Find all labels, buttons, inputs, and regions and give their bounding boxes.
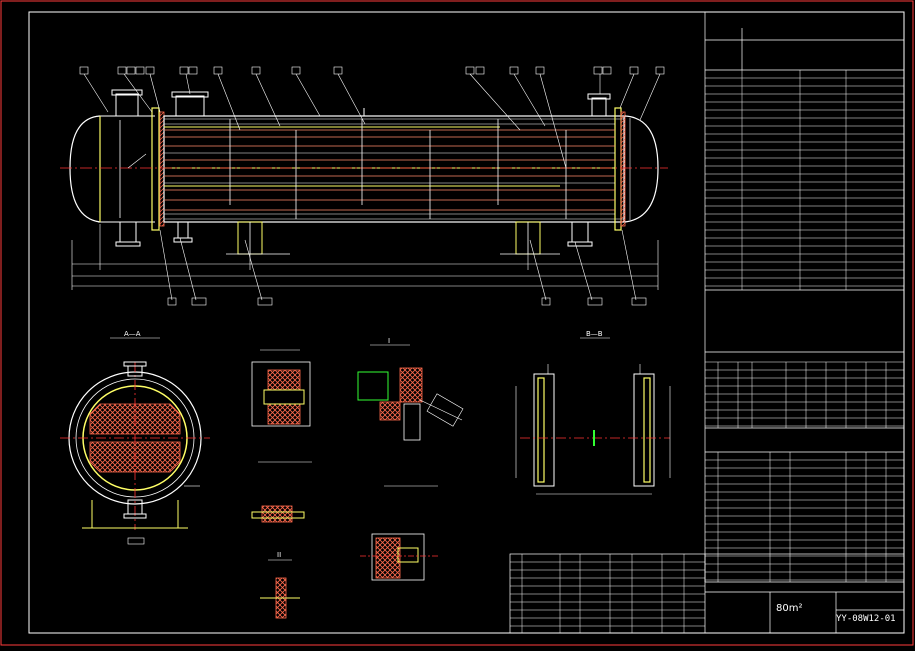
section-view-b-b xyxy=(515,337,671,495)
title-block-rows xyxy=(510,554,705,633)
right-tables xyxy=(704,12,904,583)
label-section-i: I xyxy=(388,337,391,345)
title-block xyxy=(509,553,905,634)
label-section-bb: B—B xyxy=(586,330,603,338)
exchanger-area: 80m² xyxy=(776,603,803,614)
label-section-ii: II xyxy=(277,551,282,559)
label-section-aa: A—A xyxy=(124,330,141,338)
drawing-number: YY-08W12-01 xyxy=(836,614,896,624)
section-view-a-a xyxy=(60,337,210,545)
main-elevation-view xyxy=(60,66,668,306)
inner-frame xyxy=(28,11,905,634)
nozzle-table-rows xyxy=(705,361,904,428)
design-data-rows xyxy=(705,70,904,290)
detail-views xyxy=(251,344,464,619)
parts-list-rows xyxy=(705,452,904,582)
